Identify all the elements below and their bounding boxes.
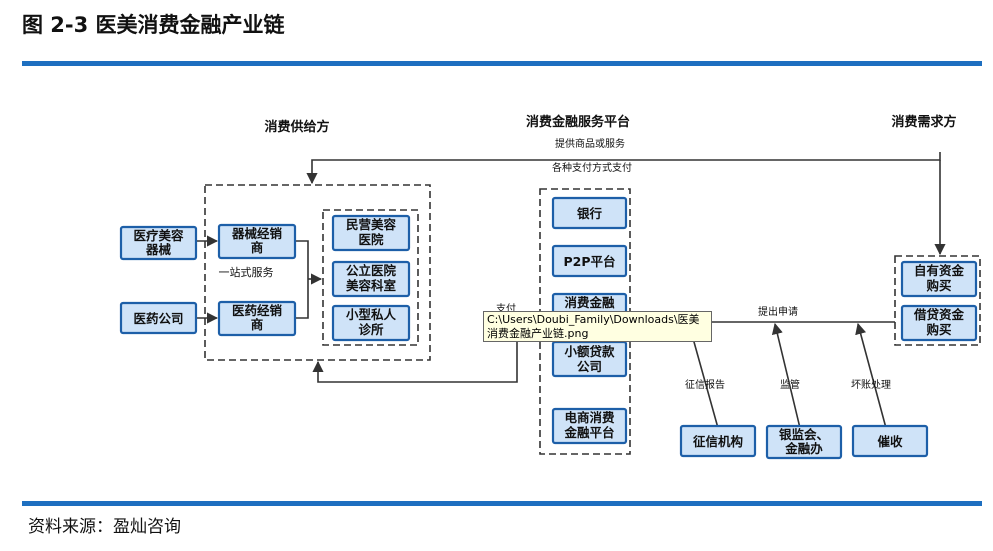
svg-text:自有资金: 自有资金 (914, 263, 965, 278)
svg-text:电商消费: 电商消费 (564, 410, 615, 425)
yizhanshi-label: 一站式服务 (219, 265, 274, 279)
svg-text:诊所: 诊所 (358, 322, 384, 337)
supervise-line (771, 322, 801, 429)
hospital-group (322, 209, 419, 346)
svg-text:民营美容: 民营美容 (346, 217, 397, 232)
svg-text:医疗美容: 医疗美容 (133, 228, 184, 243)
svg-text:器械: 器械 (145, 242, 172, 257)
svg-text:公司: 公司 (577, 359, 602, 374)
svg-text:消费金融: 消费金融 (564, 295, 615, 310)
svg-text:金融办: 金融办 (784, 441, 823, 456)
svg-text:公立医院: 公立医院 (346, 263, 397, 278)
svg-text:银监会、: 银监会、 (779, 427, 829, 442)
node-loan-purchase: 借贷资金 购买 (900, 304, 978, 342)
node-private-hospital: 民营美容 医院 (331, 214, 411, 252)
svg-text:借贷资金: 借贷资金 (913, 307, 965, 322)
bad-debt-line (855, 322, 887, 429)
svg-text:医院: 医院 (358, 232, 384, 247)
node-self-funded: 自有资金 购买 (900, 260, 978, 298)
figure-title: 图 2-3 医美消费金融产业链 (22, 13, 285, 37)
svg-text:征信机构: 征信机构 (693, 434, 743, 449)
node-pharma-dealer: 医药经销 商 (217, 300, 297, 337)
svg-text:小型私人: 小型私人 (345, 307, 397, 322)
top-rule (22, 61, 982, 66)
node-bank: 银行 (551, 196, 628, 230)
svg-text:商: 商 (251, 240, 264, 255)
node-public-hospital: 公立医院 美容科室 (331, 260, 411, 298)
svg-text:商: 商 (251, 317, 264, 332)
supply-group (204, 184, 431, 361)
svg-text:医药公司: 医药公司 (133, 311, 183, 326)
node-regulators: 银监会、 金融办 (765, 424, 843, 460)
node-collection: 催收 (851, 424, 929, 458)
svg-text:购买: 购买 (926, 322, 951, 337)
provide-label: 提供商品或服务 (555, 137, 625, 150)
dealer-bracket (295, 240, 309, 319)
svg-text:美容科室: 美容科室 (346, 278, 397, 293)
svg-text:催收: 催收 (877, 434, 903, 449)
file-path-tooltip: C:\Users\Doubi_Family\Downloads\医美消费金融产业… (483, 311, 712, 342)
apply-label: 提出申请 (758, 305, 798, 318)
header-supply: 消费供给方 (264, 119, 329, 135)
svg-text:医药经销: 医药经销 (232, 303, 283, 318)
node-small-clinic: 小型私人 诊所 (331, 304, 411, 342)
header-demand: 消费需求方 (891, 114, 956, 130)
source-note: 资料来源：盈灿咨询 (28, 517, 181, 537)
credit-report-label: 征信报告 (685, 378, 725, 391)
node-credit-agency: 征信机构 (679, 424, 757, 458)
demand-group (894, 255, 981, 346)
node-microloan: 小额贷款 公司 (551, 340, 628, 378)
payment-flow-line (312, 318, 518, 383)
node-medical-equipment: 医疗美容 器械 (119, 225, 198, 261)
bad-debt-label: 坏账处理 (851, 379, 891, 391)
bottom-rule (22, 501, 982, 506)
header-platform: 消费金融服务平台 (526, 114, 630, 130)
pay-label: 各种支付方式支付 (552, 161, 632, 174)
provide-flow-line (306, 152, 941, 185)
supervise-label: 监管 (780, 378, 800, 391)
svg-text:购买: 购买 (926, 278, 951, 293)
svg-text:器械经销: 器械经销 (231, 226, 283, 241)
node-pharma-company: 医药公司 (119, 301, 198, 335)
svg-text:P2P平台: P2P平台 (563, 254, 615, 269)
svg-text:金融平台: 金融平台 (563, 425, 614, 440)
node-p2p: P2P平台 (551, 244, 628, 278)
node-equipment-dealer: 器械经销 商 (217, 223, 297, 260)
svg-text:银行: 银行 (577, 206, 603, 221)
svg-text:小额贷款: 小额贷款 (563, 344, 615, 359)
node-ecommerce-finance: 电商消费 金融平台 (551, 407, 628, 445)
